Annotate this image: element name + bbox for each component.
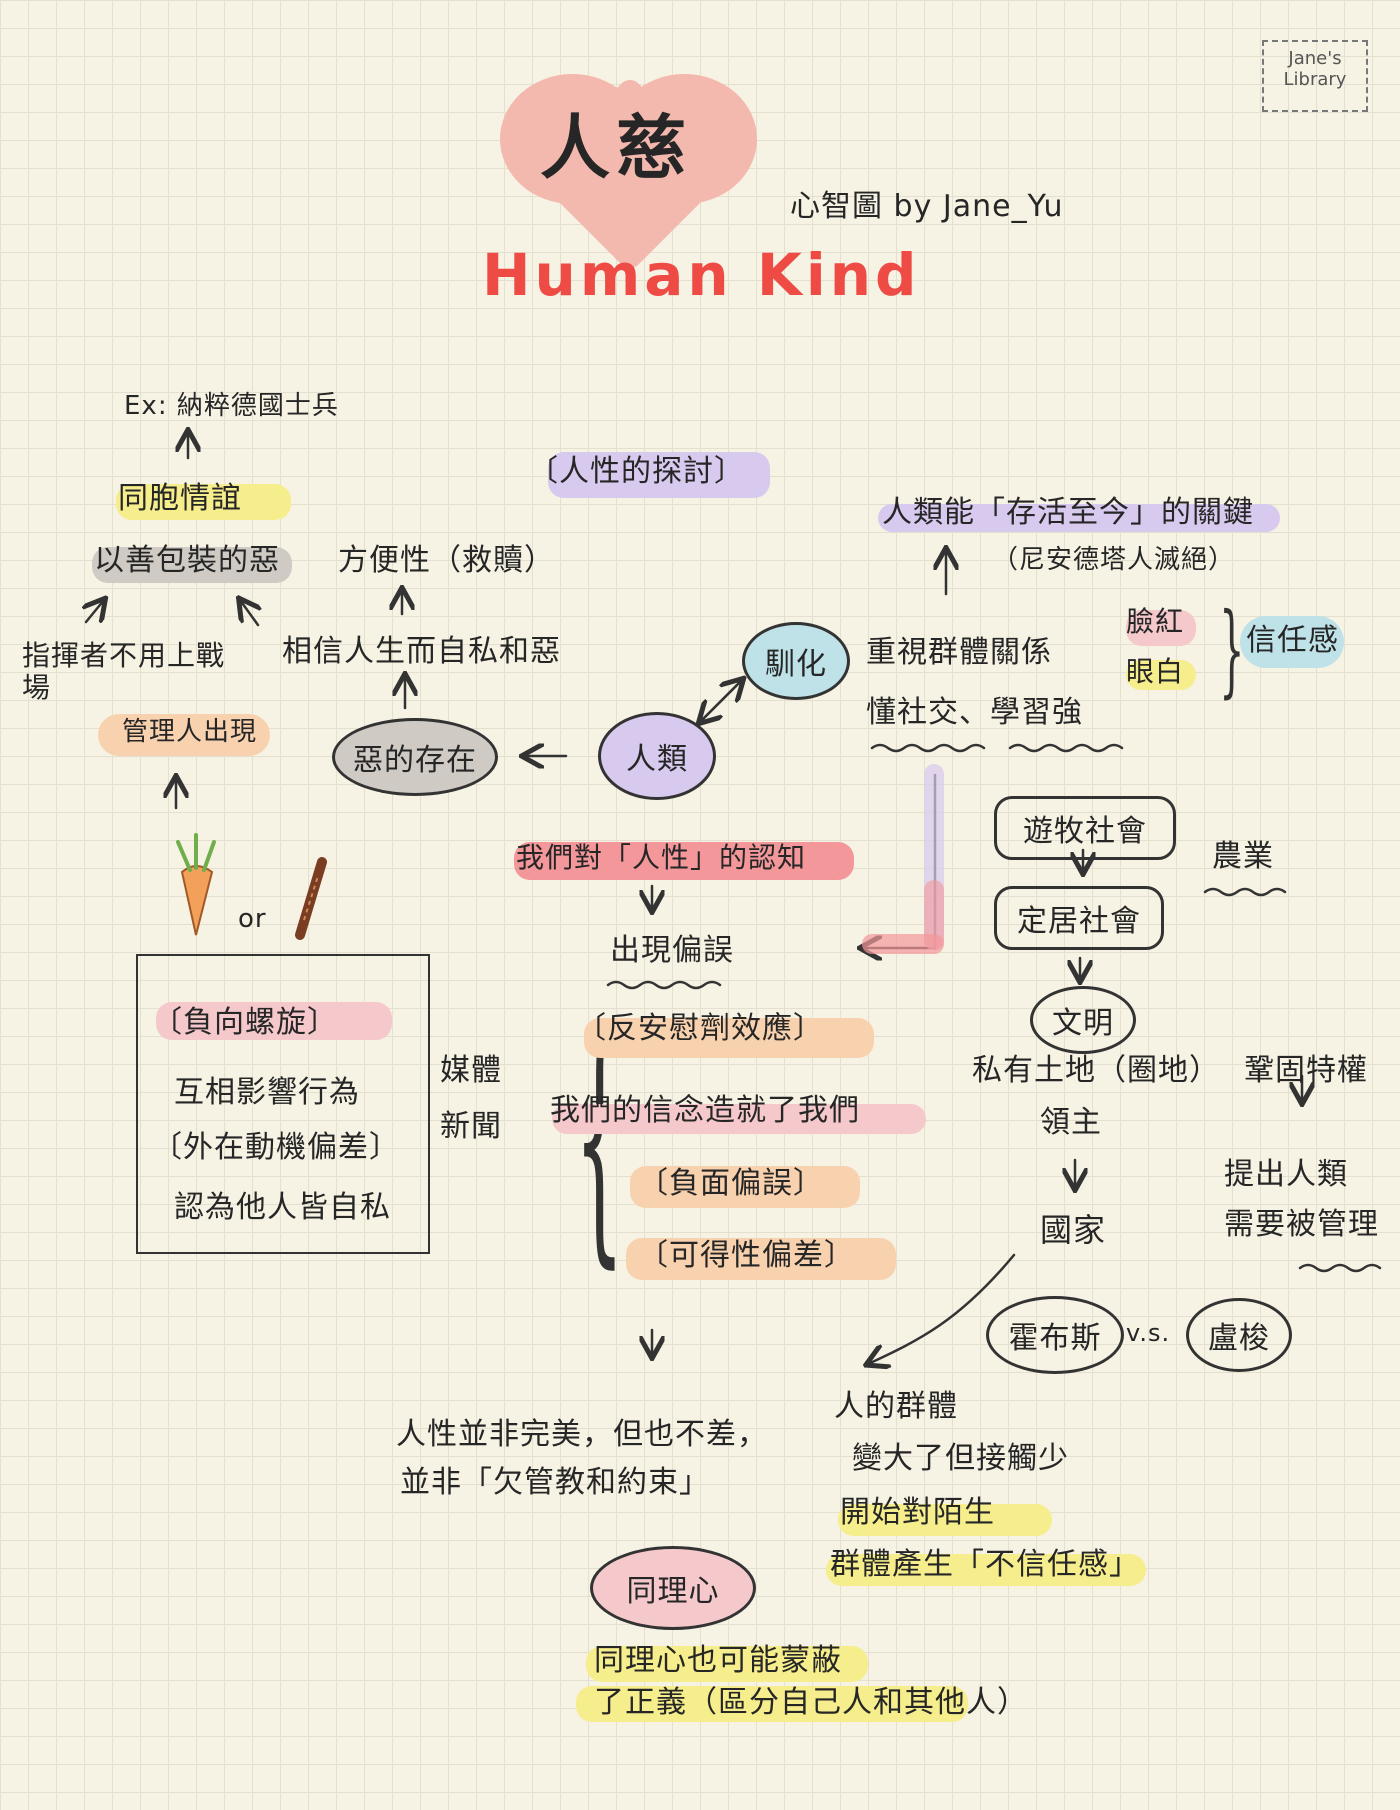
lord: 領主 <box>1040 1105 1102 1140</box>
carrot-icon <box>176 833 216 936</box>
private-land: 私有土地（圈地） <box>972 1053 1220 1088</box>
cognition: 我們對「人性」的認知 <box>516 841 807 874</box>
group-line4-highlight <box>826 1554 1146 1586</box>
belief-highlight <box>552 1104 926 1134</box>
blush: 臉紅 <box>1126 605 1185 638</box>
trust: 信任感 <box>1246 623 1339 658</box>
negativity: 〔負面偏誤〕 <box>638 1166 824 1201</box>
hobbes: 霍布斯 <box>1008 1321 1102 1356</box>
title-chinese: 人慈 <box>540 107 692 189</box>
vs-label: v.s. <box>1126 1319 1171 1347</box>
availability: 〔可得性偏差〕 <box>638 1238 855 1273</box>
empathy-note-2: 了正義（區分自己人和其他人） <box>594 1685 1028 1720</box>
or-label: or <box>238 904 267 934</box>
spiral-line-3: 認為他人皆自私 <box>174 1190 391 1225</box>
subtitle: 心智圖 by Jane_Yu <box>790 189 1064 224</box>
camaraderie: 同胞情誼 <box>118 481 242 516</box>
group-line3-highlight <box>838 1504 1052 1536</box>
negativity-highlight <box>630 1166 860 1208</box>
empathy-note-1: 同理心也可能蒙蔽 <box>594 1643 842 1678</box>
eye-white: 眼白 <box>1126 655 1185 688</box>
group-line-1: 人的群體 <box>834 1389 958 1424</box>
spiral-line-2: 〔外在動機偏差〕 <box>152 1130 400 1165</box>
vertical-arrow-highlight-red-2 <box>924 880 944 950</box>
rousseau-node: 盧梭 <box>1186 1298 1292 1372</box>
neanderthal: （尼安德塔人滅絕） <box>992 545 1236 575</box>
stamp-line-2: Library <box>1283 69 1347 90</box>
stick-icon <box>295 857 327 940</box>
group-line-3: 開始對陌生 <box>840 1495 995 1530</box>
misconception: 出現偏誤 <box>610 933 734 968</box>
conclusion-line-1: 人性並非完美，但也不差， <box>396 1417 768 1452</box>
empathy-note1-highlight <box>586 1646 868 1682</box>
spiral-line-1: 互相影響行為 <box>174 1075 360 1110</box>
settled-node: 定居社會 <box>994 886 1164 950</box>
stamp-line-1: Jane's <box>1288 48 1342 69</box>
media-line-1: 媒體 <box>440 1053 502 1088</box>
manager-highlight <box>98 714 270 756</box>
conclusion-line-2: 並非「欠管教和約束」 <box>400 1465 710 1500</box>
good-evil-highlight <box>92 547 292 583</box>
domesticate-node: 馴化 <box>742 622 850 700</box>
eye-white-highlight <box>1126 660 1196 690</box>
vertical-arrow-highlight-red <box>862 934 944 954</box>
evil-exists-node: 惡的存在 <box>332 718 498 796</box>
heart-shape <box>500 74 760 273</box>
media-line-2: 新聞 <box>440 1109 502 1144</box>
title-english: Human Kind <box>482 241 921 309</box>
good-wrapped-evil: 以善包裝的惡 <box>94 543 280 578</box>
spiral-title: 〔負向螺旋〕 <box>152 1005 338 1040</box>
social-learn: 懂社交、學習強 <box>866 695 1083 730</box>
need-manage-line-1: 提出人類 <box>1224 1157 1348 1192</box>
topic-label: 〔人性的探討〕 <box>528 454 745 489</box>
civilization: 文明 <box>1052 1006 1114 1041</box>
empathy: 同理心 <box>626 1574 720 1609</box>
blush-highlight <box>1126 610 1196 646</box>
empathy-note2-highlight <box>576 1686 968 1722</box>
group-line-2: 變大了但接觸少 <box>852 1441 1069 1476</box>
human: 人類 <box>626 742 688 777</box>
value-group: 重視群體關係 <box>866 635 1052 670</box>
belief: 我們的信念造就了我們 <box>550 1093 860 1128</box>
nomadic: 遊牧社會 <box>1023 814 1147 849</box>
civilization-node: 文明 <box>1030 986 1136 1054</box>
manager: 管理人出現 <box>122 717 258 747</box>
evil-exists: 惡的存在 <box>353 743 477 778</box>
library-stamp: Jane's Library <box>1262 40 1368 112</box>
spiral-highlight <box>156 1002 392 1040</box>
believe-selfish: 相信人生而自私和惡 <box>282 634 561 669</box>
trust-highlight <box>1240 616 1344 668</box>
cognition-highlight <box>514 842 854 880</box>
group-line-4: 群體產生「不信任感」 <box>830 1547 1140 1582</box>
nomadic-node: 遊牧社會 <box>994 796 1176 860</box>
spiral-box: 〔負向螺旋〕 互相影響行為 〔外在動機偏差〕 認為他人皆自私 <box>136 954 430 1254</box>
availability-highlight <box>626 1238 896 1280</box>
empathy-node: 同理心 <box>590 1546 756 1630</box>
example-nazi: Ex: 納粹德國士兵 <box>124 391 339 421</box>
need-manage-line-2: 需要被管理 <box>1224 1207 1379 1242</box>
convenience: 方便性（救贖） <box>338 543 555 578</box>
topic-highlight <box>548 452 770 498</box>
rousseau: 盧梭 <box>1208 1321 1270 1356</box>
survival-key: 人類能「存活至今」的關鍵 <box>882 495 1254 530</box>
camaraderie-highlight <box>116 484 291 520</box>
survival-highlight <box>878 504 1280 532</box>
domesticate: 馴化 <box>765 647 827 682</box>
hobbes-node: 霍布斯 <box>986 1296 1124 1374</box>
agriculture: 農業 <box>1212 839 1274 874</box>
nocebo: 〔反安慰劑效應〕 <box>576 1011 824 1046</box>
privilege: 鞏固特權 <box>1244 1053 1368 1088</box>
human-node: 人類 <box>598 712 716 800</box>
nocebo-highlight <box>584 1018 874 1058</box>
commander: 指揮者不用上戰場 <box>22 639 226 705</box>
nation: 國家 <box>1040 1211 1107 1249</box>
settled: 定居社會 <box>1017 904 1141 939</box>
